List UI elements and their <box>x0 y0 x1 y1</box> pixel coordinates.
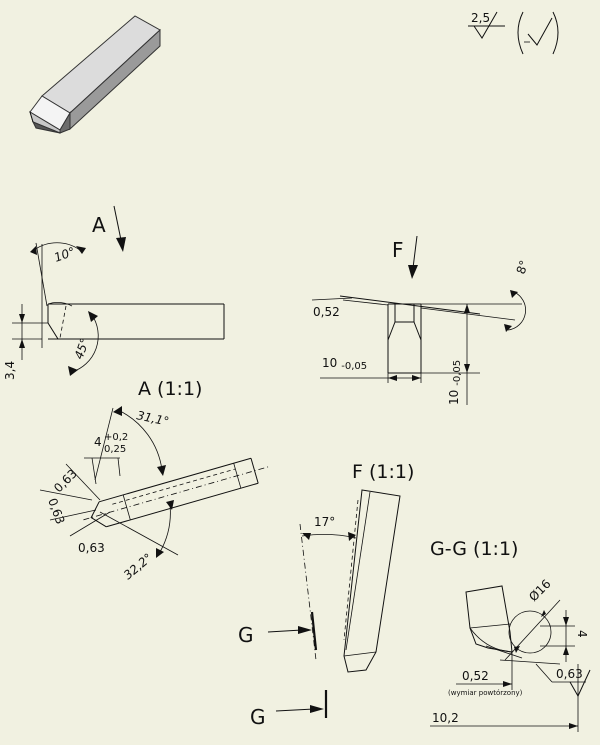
angle-8-label: 8° <box>514 258 532 276</box>
angle-32-2-label: 32,2° <box>121 551 155 583</box>
section-gg-title: G-G (1:1) <box>430 538 518 560</box>
dim-4-gg-label: 4 <box>575 630 589 638</box>
main-view: A 10° 3,4 45° <box>3 205 225 380</box>
detail-a: A (1:1) 31,1° 4 +0,2 0,25 0,63 0,63 0,63 <box>39 378 269 583</box>
view-arrow-a-label: A <box>92 213 106 237</box>
dim-3-4-label: 3,4 <box>3 361 17 380</box>
front-view: F 0,52 8° 10-0,05 10-0,05 <box>311 235 532 405</box>
dim-10-2-label: 10,2 <box>432 711 459 725</box>
dim-10-height-label: 10-0,05 <box>447 360 463 405</box>
detail-f-title: F (1:1) <box>352 461 414 483</box>
dim-10-width-label: 10-0,05 <box>322 356 367 372</box>
surface-finish-symbol: 2,5 <box>468 11 559 55</box>
angle-31-1-label: 31,1° <box>135 408 170 428</box>
dim-0-52-label: 0,52 <box>313 305 340 319</box>
chamfer-0-63-c-label: 0,63 <box>78 541 105 555</box>
section-g-bottom-label: G <box>250 705 266 729</box>
chamfer-0-63-gg-label: 0,63 <box>556 667 583 681</box>
repeated-dimension-note: (wymiar powtórzony) <box>448 689 523 697</box>
dim-0-52-gg-label: 0,52 <box>462 669 489 683</box>
detail-f: F (1:1) 17° G G <box>238 461 414 729</box>
section-gg: G-G (1:1) Ø16 4 0,63 0,52 (wymiar powtór… <box>430 538 591 732</box>
isometric-view <box>29 15 161 134</box>
tol-lower-label: 0,25 <box>104 444 126 455</box>
section-g-top-label: G <box>238 623 254 647</box>
diameter-16-label: Ø16 <box>526 577 553 604</box>
tol-upper-label: +0,2 <box>104 432 128 443</box>
detail-a-title: A (1:1) <box>138 378 202 400</box>
chamfer-0-63-a-label: 0,63 <box>51 466 80 495</box>
chamfer-0-63-b-label: 0,63 <box>45 496 67 526</box>
angle-45-label: 45° <box>72 336 92 361</box>
angle-10-label: 10° <box>52 244 77 264</box>
view-arrow-f-label: F <box>392 238 404 262</box>
roughness-value: 2,5 <box>471 11 490 25</box>
angle-17-label: 17° <box>314 515 335 529</box>
dim-4-label: 4 <box>94 435 102 449</box>
